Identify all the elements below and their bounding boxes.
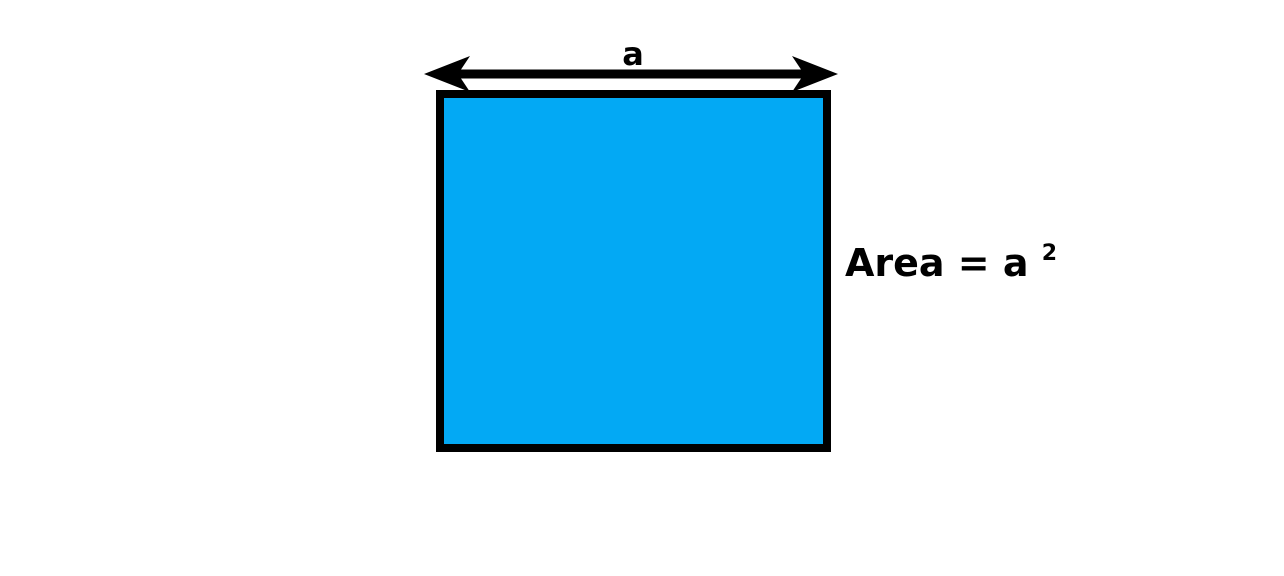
square bbox=[436, 90, 831, 452]
area-text: Area = a bbox=[845, 241, 1029, 285]
area-formula: Area = a 2 bbox=[845, 241, 1057, 285]
area-exponent: 2 bbox=[1042, 241, 1057, 266]
side-length-arrow bbox=[424, 56, 838, 92]
side-label: a bbox=[622, 35, 644, 73]
left-arrowhead bbox=[424, 56, 470, 92]
right-arrowhead bbox=[792, 56, 838, 92]
